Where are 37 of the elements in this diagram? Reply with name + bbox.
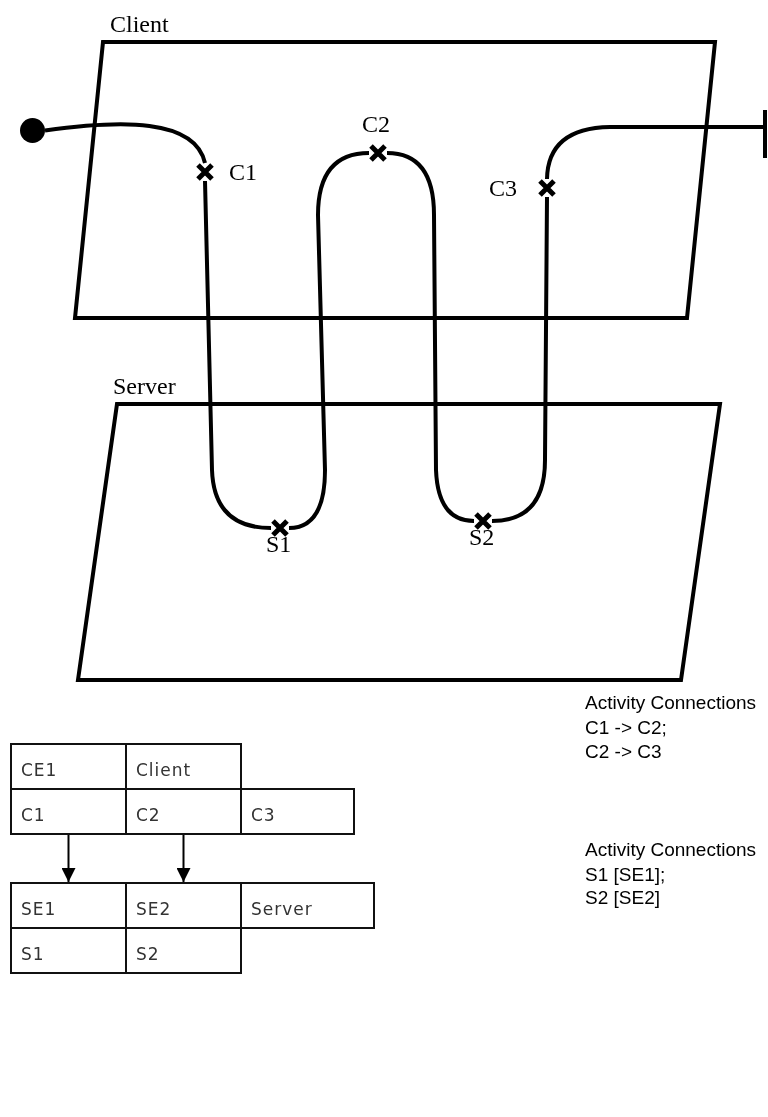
cross-mark <box>196 163 214 181</box>
path-curve <box>203 180 272 530</box>
cell-text: S2 <box>136 944 160 964</box>
cell-text: SE2 <box>136 899 172 919</box>
path-curve <box>386 151 475 523</box>
cell-text: CE1 <box>21 760 58 780</box>
region-heading: Server <box>113 374 176 398</box>
path-curve <box>288 151 370 530</box>
arrow <box>61 834 76 883</box>
cell-text: C3 <box>251 805 276 825</box>
cell-text: Client <box>136 760 192 780</box>
note-text: S1 [SE1]; <box>585 865 666 884</box>
cell-text: Server <box>251 899 313 919</box>
note-text: C2 -> C3 <box>585 742 662 761</box>
arrow <box>176 834 191 883</box>
cross-mark <box>369 144 387 162</box>
note-text: S2 [SE2] <box>585 888 660 907</box>
cross-mark <box>538 179 556 197</box>
start-dot <box>20 118 45 143</box>
cell-text: S1 <box>21 944 45 964</box>
mark-label: S2 <box>469 525 495 549</box>
mark-label: C2 <box>362 112 390 136</box>
mark-label: C1 <box>229 160 257 184</box>
mark-label: C3 <box>489 176 517 200</box>
note-text: Activity Connections <box>585 840 757 859</box>
mark-label: S1 <box>266 532 292 556</box>
region-heading: Client <box>110 12 169 36</box>
cell-text: C2 <box>136 805 161 825</box>
path-curve <box>44 122 207 164</box>
path-curve <box>491 197 549 523</box>
cross-mark <box>271 519 289 537</box>
cross-mark <box>474 512 492 530</box>
cell-text: SE1 <box>21 899 57 919</box>
note-text: Activity Connections <box>585 693 757 712</box>
path-curve <box>545 108 767 180</box>
note-text: C1 -> C2; <box>585 718 667 737</box>
cell-text: C1 <box>21 805 46 825</box>
